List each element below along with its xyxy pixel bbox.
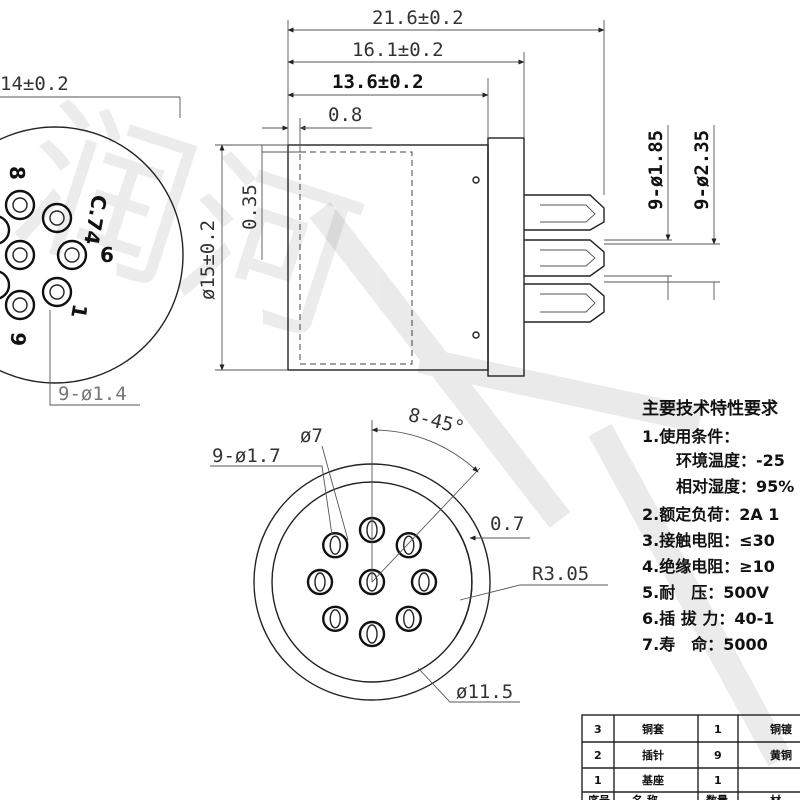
bottom-angle-arc	[371, 427, 479, 473]
side-dim-overall: 21.6±0.2	[372, 7, 464, 29]
bom-row-no: 2	[594, 749, 602, 762]
side-view: 21.6±0.2 16.1±0.2 13.6±0.2 0.8 0.35 ø15±…	[197, 7, 720, 377]
bottom-pin	[322, 532, 349, 559]
bom-header-qty: 数量	[706, 793, 728, 800]
pin-label-8: 8	[5, 166, 29, 180]
bom-header-name: 名 称	[632, 793, 658, 800]
side-pin	[524, 239, 605, 277]
side-hidden-lines	[299, 151, 413, 365]
left-pin	[4, 289, 36, 321]
bom-row-name: 铜套	[641, 722, 665, 736]
left-dim-top: 14±0.2	[0, 73, 69, 95]
left-pin	[4, 239, 36, 271]
bottom-pin	[395, 605, 422, 632]
spec-title: 主要技术特性要求	[642, 398, 778, 419]
bottom-outer-leader	[417, 667, 520, 703]
pin-label-1: 1	[66, 302, 92, 320]
bottom-dim-gap: 0.7	[490, 513, 524, 535]
side-dim-diameter: ø15±0.2	[197, 220, 219, 300]
bottom-pins	[306, 516, 438, 648]
spec-item: 环境温度：-25	[676, 451, 785, 470]
bom-row-material: 黄铜	[770, 748, 792, 762]
bottom-pins-leader	[210, 465, 333, 536]
spec-item: 3.接触电阻：≤30	[642, 531, 775, 550]
side-dim-body: 13.6±0.2	[332, 71, 424, 93]
spec-item: 5.耐 压：500V	[642, 583, 770, 602]
bom-row-name: 插针	[642, 748, 664, 762]
bottom-dim-outer: ø11.5	[456, 681, 513, 703]
spec-item: 4.绝缘电阻：≥10	[642, 557, 775, 576]
bottom-radius-leader	[459, 584, 608, 601]
bottom-pin	[306, 568, 334, 596]
side-dim-mid: 16.1±0.2	[352, 39, 444, 61]
bom-header-no: 序号	[588, 793, 610, 800]
side-pins	[524, 194, 605, 323]
bottom-pin	[358, 620, 386, 648]
spec-item: 1.使用条件：	[642, 427, 739, 446]
left-hole-leader	[49, 310, 140, 406]
bom-row-no: 3	[594, 723, 602, 736]
left-pin	[56, 239, 88, 271]
side-pin	[524, 283, 605, 323]
bottom-pin	[395, 532, 422, 559]
bottom-pin	[410, 568, 438, 596]
bom-row-name: 基座	[641, 773, 664, 787]
bom-row-no: 1	[594, 774, 602, 787]
side-pin	[524, 194, 605, 231]
bottom-dim-pins: 9-ø1.7	[212, 445, 281, 467]
bom-header-material: 材	[770, 793, 781, 800]
left-outer-circle	[0, 126, 184, 384]
left-pin	[4, 189, 36, 221]
bom-row-qty: 1	[714, 774, 722, 787]
bottom-view: 9-ø1.7 ø7 8-45° 0.7 R3.05 ø11.5	[210, 404, 608, 703]
left-pin	[0, 215, 11, 245]
side-dim-lip: 0.8	[328, 104, 362, 126]
bottom-pin	[322, 605, 349, 632]
side-dim-offset: 0.35	[239, 184, 261, 230]
spec-item: 2.额定负荷：2A 1	[642, 505, 779, 524]
spec-item: 相对湿度：95%	[676, 477, 794, 496]
bottom-center-leader	[321, 445, 349, 541]
pin-label-9: 9	[6, 331, 31, 347]
left-pin	[41, 276, 73, 308]
left-pin	[0, 270, 11, 300]
spec-item: 7.寿 命：5000	[642, 635, 768, 654]
side-flange	[487, 137, 525, 377]
bom-table: 3 铜套 1 铜镀 2 插针 9 黄铜 1 基座 1 序号 名 称 数量 材	[581, 714, 800, 800]
bottom-dim-angle: 8-45°	[406, 404, 467, 439]
side-dim-pin-a: 9-ø1.85	[645, 130, 667, 210]
bom-row-material: 铜镀	[769, 722, 793, 736]
pin-label-6: 6	[100, 243, 114, 267]
side-dim-pin-b: 9-ø2.35	[691, 130, 713, 210]
spec-item: 6.插 拔 力：40-1	[642, 609, 774, 628]
left-pin	[41, 202, 73, 234]
left-pins	[0, 189, 88, 321]
bottom-dim-center: ø7	[300, 425, 323, 447]
bom-row-qty: 1	[714, 723, 722, 736]
bom-row-qty: 9	[714, 749, 722, 762]
bottom-dim-radius: R3.05	[532, 563, 589, 585]
spec-block: 主要技术特性要求 1.使用条件： 环境温度：-25 相对湿度：95% 2.额定负…	[642, 398, 794, 654]
left-dim-holes: 9-ø1.4	[58, 383, 127, 405]
